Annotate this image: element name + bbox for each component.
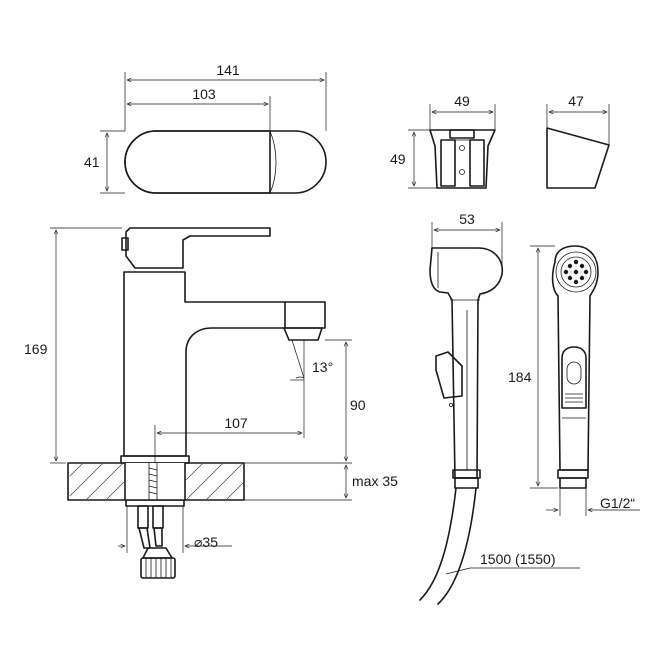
holder-side-view: 47 [546, 93, 610, 189]
hand-shower-side-view: 53 1500 (1550) [419, 211, 580, 605]
dim-label-thread: G1/2“ [600, 495, 635, 511]
dim-label-90: 90 [350, 397, 366, 413]
faucet-side-view: 169 90 max 35 107 13° ⌀35 [24, 227, 398, 579]
deck-hatching [69, 462, 245, 501]
dim-label-107: 107 [224, 415, 248, 431]
dim-label-53: 53 [459, 211, 475, 227]
dim-label-holder-47: 47 [568, 93, 584, 109]
dim-label-184: 184 [508, 369, 532, 385]
dim-label-diameter35: ⌀35 [194, 534, 218, 550]
fitting-knurl [145, 558, 172, 578]
holder-front-view: 49 49 [390, 93, 496, 189]
dim-label-13deg: 13° [312, 359, 333, 375]
faucet-top-view: 141 103 41 [84, 62, 327, 194]
dim-label-103: 103 [192, 86, 216, 102]
dim-label-holder-49w: 49 [454, 93, 470, 109]
dim-label-max35: max 35 [352, 473, 398, 489]
hand-shower-front-view: 184 G1/2“ [508, 245, 640, 516]
spray-nozzles [563, 259, 589, 285]
dim-label-holder-49h: 49 [390, 151, 406, 167]
dim-label-141: 141 [216, 62, 240, 78]
dim-label-41: 41 [84, 154, 100, 170]
thread-marks [148, 467, 158, 495]
dim-label-hose-length: 1500 (1550) [480, 551, 556, 567]
dim-label-169: 169 [24, 341, 48, 357]
